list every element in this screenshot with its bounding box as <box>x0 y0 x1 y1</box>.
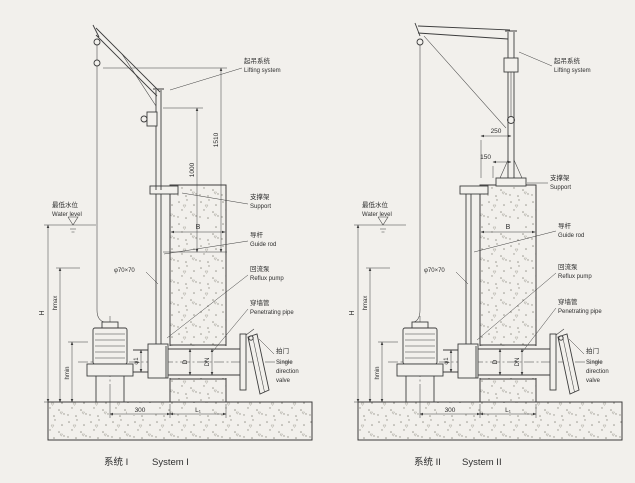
label-lifting-system-en: Lifting system <box>554 68 591 74</box>
dim-DN: DN <box>205 358 211 367</box>
dim-B: B <box>196 224 201 231</box>
dim-300: 300 <box>135 407 146 414</box>
caption-system-1-en: System I <box>152 457 189 468</box>
label-reflux-pump-en: Reflux pump <box>558 274 592 280</box>
leader-lines-system-2 <box>455 51 585 355</box>
label-water-level-en: Water level <box>362 212 392 218</box>
label-penetrating-pipe-en: Penetrating pipe <box>558 309 602 315</box>
label-lifting-system-cn: 起吊系统 <box>554 56 581 65</box>
label-water-level-en: Water level <box>52 212 82 218</box>
crane-system-1 <box>92 24 227 323</box>
jib-brace <box>423 35 507 129</box>
label-guide-rod-en: Guide rod <box>558 233 584 239</box>
label-valve-en-3: valve <box>586 378 601 384</box>
label-penetrating-pipe-en: Penetrating pipe <box>250 310 294 316</box>
dim-150: 150 <box>480 154 491 161</box>
label-penetrating-pipe-cn: 穿墙管 <box>250 298 270 307</box>
dim-hmax: hmax <box>363 296 369 311</box>
jib-boom <box>92 24 161 97</box>
dim-L1: L₁ <box>195 407 202 414</box>
dim-300: 300 <box>445 407 456 414</box>
label-support-en: Support <box>550 185 571 191</box>
label-reflux-pump-cn: 回流泵 <box>558 262 578 271</box>
dim-D: D <box>182 359 189 364</box>
label-reflux-pump-cn: 回流泵 <box>250 264 270 273</box>
crane-system-2 <box>413 22 527 323</box>
dim-DN: DN <box>515 358 521 367</box>
label-valve-cn: 拍门 <box>276 346 289 355</box>
dim-1510: 1510 <box>213 132 220 147</box>
label-support-en: Support <box>250 204 271 210</box>
dim-guide-section: φ70×70 <box>424 268 445 274</box>
dim-250: 250 <box>491 128 502 135</box>
hoist-trolley <box>503 57 519 73</box>
hoist-cable <box>413 45 421 323</box>
caption-system-2-cn: 系统 II <box>414 456 441 468</box>
hook-block <box>507 116 515 124</box>
label-valve-en-2: direction <box>586 369 609 375</box>
leader-lines-system-1 <box>145 67 275 355</box>
hoist-cable <box>96 45 105 323</box>
label-water-level-cn: 最低水位 <box>362 200 389 209</box>
label-guide-rod-cn: 导杆 <box>558 221 572 230</box>
label-valve-en-1: Single <box>586 360 603 366</box>
jib-brace <box>121 53 157 107</box>
dim-phi: φ1 <box>444 357 450 365</box>
label-water-level-cn: 最低水位 <box>52 200 79 209</box>
dim-guide-section: φ70×70 <box>114 268 135 274</box>
annotations-system-1: 最低水位 Water level 起吊系统 Lifting system 支撑架… <box>39 56 299 468</box>
dim-B: B <box>506 224 511 231</box>
label-support-cn: 支撑架 <box>550 173 570 182</box>
dim-hmax: hmax <box>53 296 59 311</box>
dim-hmin: hmin <box>65 366 71 379</box>
label-reflux-pump-en: Reflux pump <box>250 276 284 282</box>
dim-phi: φ1 <box>134 357 140 365</box>
crane-mast <box>153 88 164 190</box>
label-guide-rod-cn: 导杆 <box>250 230 264 239</box>
annotations-system-2: 最低水位 Water level 起吊系统 Lifting system 支撑架… <box>349 56 609 468</box>
jib-boom <box>414 22 511 40</box>
label-valve-en-2: direction <box>276 369 299 375</box>
mast-base-plate <box>495 177 527 187</box>
dim-hmin: hmin <box>375 366 381 379</box>
dim-H: H <box>39 310 46 315</box>
dim-H: H <box>349 310 356 315</box>
label-valve-cn: 拍门 <box>586 346 599 355</box>
winch-handle <box>140 115 148 123</box>
label-valve-en-3: valve <box>276 378 291 384</box>
label-lifting-system-en: Lifting system <box>244 68 281 74</box>
caption-system-2-en: System II <box>462 457 502 468</box>
dim-L1: L₁ <box>505 407 512 414</box>
winch <box>146 111 158 127</box>
dim-D: D <box>492 359 499 364</box>
label-penetrating-pipe-cn: 穿墙管 <box>558 297 578 306</box>
label-valve-en-1: Single <box>276 360 293 366</box>
label-guide-rod-en: Guide rod <box>250 242 276 248</box>
label-lifting-system-cn: 起吊系统 <box>244 56 271 65</box>
dim-1000: 1000 <box>189 162 196 177</box>
label-support-cn: 支撑架 <box>250 192 270 201</box>
caption-system-1-cn: 系统 I <box>104 456 128 468</box>
dim-extension-lines <box>480 140 494 178</box>
